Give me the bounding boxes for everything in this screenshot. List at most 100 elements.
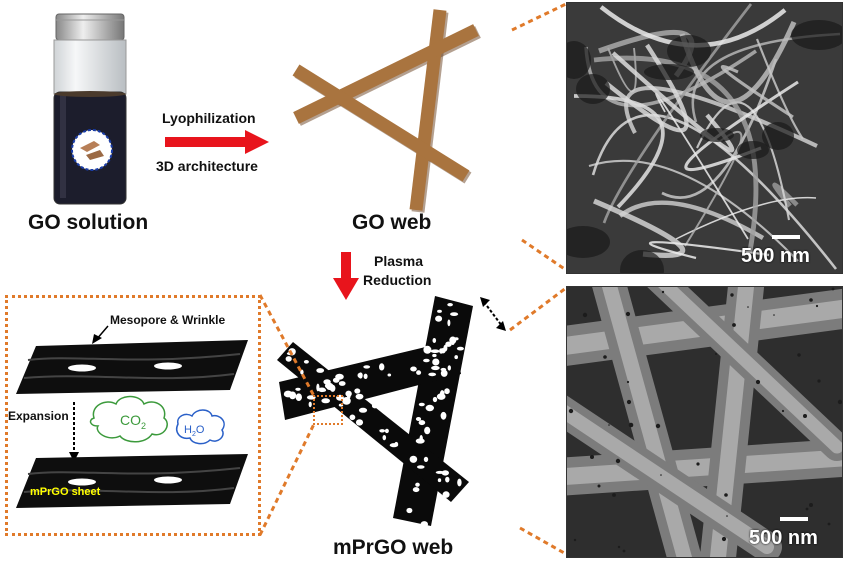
lyophilization-label: Lyophilization	[162, 110, 256, 126]
pore	[432, 358, 440, 366]
cloud-icon	[176, 409, 225, 445]
pore	[454, 355, 458, 360]
pore	[363, 373, 368, 379]
h2o-subscript: 2	[191, 431, 196, 439]
go-web-diagram	[292, 9, 481, 213]
pore	[456, 346, 464, 351]
graphene-sheet	[16, 340, 248, 394]
pore	[295, 387, 301, 391]
pore	[445, 341, 452, 347]
pore	[355, 393, 364, 400]
pore	[447, 319, 451, 327]
pore	[276, 342, 285, 351]
sem-image-top: 500 nm	[566, 2, 843, 274]
pore	[445, 476, 450, 483]
pore	[384, 428, 389, 434]
pore	[415, 482, 420, 487]
pore	[412, 487, 420, 493]
pore	[449, 336, 457, 344]
pore	[418, 402, 425, 407]
h2o-label: H2O	[184, 424, 204, 438]
pore	[321, 398, 330, 404]
pore	[428, 372, 437, 377]
h2o-h: H	[184, 424, 192, 436]
pore	[308, 401, 312, 408]
pore	[409, 455, 418, 463]
pore	[431, 365, 440, 371]
scale-bar	[772, 235, 800, 239]
pore	[387, 373, 392, 377]
schematic-inset	[5, 295, 261, 536]
red-arrow-icon	[333, 252, 359, 300]
expansion-label: Expansion	[8, 409, 69, 423]
pore	[437, 478, 442, 483]
mesopore-wrinkle-label: Mesopore & Wrinkle	[110, 313, 226, 327]
pore	[379, 429, 386, 433]
reduction-label: Reduction	[363, 272, 432, 288]
pore	[323, 379, 331, 385]
pore	[447, 303, 453, 307]
pore	[316, 368, 325, 373]
pore	[410, 366, 417, 372]
pore	[432, 353, 437, 358]
pore	[442, 491, 450, 498]
go-solution-label: GO solution	[28, 211, 149, 234]
pore	[439, 348, 444, 354]
pore	[450, 312, 459, 316]
go-fiber	[292, 64, 470, 182]
pore	[415, 417, 422, 421]
pore	[357, 372, 363, 378]
scale-label-bottom: 500 nm	[749, 527, 818, 549]
pore	[303, 360, 309, 364]
h2o-o: O	[195, 424, 205, 436]
pore	[436, 393, 446, 400]
co2-text: CO	[120, 412, 141, 428]
co2-subscript: 2	[141, 420, 147, 431]
pore	[379, 363, 385, 371]
schematic-diagram	[16, 325, 248, 508]
scale-bar	[780, 517, 808, 521]
pore	[441, 470, 449, 476]
scale-label-top: 500 nm	[741, 245, 810, 267]
pore	[358, 407, 368, 413]
pore	[423, 456, 429, 462]
pore	[425, 404, 434, 412]
pore	[338, 381, 346, 386]
flake-icon	[71, 129, 113, 171]
pore	[432, 396, 438, 403]
pore	[459, 495, 464, 501]
mprgo-web-label: mPrGO web	[333, 536, 454, 559]
pore	[318, 387, 326, 393]
pore	[423, 345, 432, 354]
double-arrow-icon	[480, 297, 506, 331]
pore	[389, 443, 399, 448]
pore	[440, 411, 447, 420]
pore	[430, 349, 440, 353]
pore	[451, 341, 455, 345]
plasma-label: Plasma	[374, 253, 424, 269]
pore	[435, 315, 443, 322]
3d-architecture-label: 3D architecture	[156, 158, 258, 174]
graphene-sheet	[16, 454, 248, 508]
pore	[406, 507, 413, 514]
pore	[432, 338, 437, 343]
pore	[289, 391, 297, 400]
pore	[417, 465, 425, 469]
pore	[300, 369, 304, 375]
go-web-label: GO web	[352, 211, 432, 234]
pore	[330, 384, 336, 392]
cloud-icon	[89, 395, 168, 443]
pore	[363, 365, 371, 369]
pore	[408, 526, 415, 530]
red-arrow-icon	[165, 130, 269, 154]
pore	[444, 388, 450, 395]
pore	[423, 358, 430, 363]
pore	[418, 420, 426, 426]
sem-image-bottom: 500 nm	[566, 286, 843, 558]
pore	[419, 435, 423, 443]
pore	[382, 435, 387, 441]
pore	[447, 365, 451, 371]
pore	[342, 397, 351, 405]
pore	[420, 521, 428, 528]
